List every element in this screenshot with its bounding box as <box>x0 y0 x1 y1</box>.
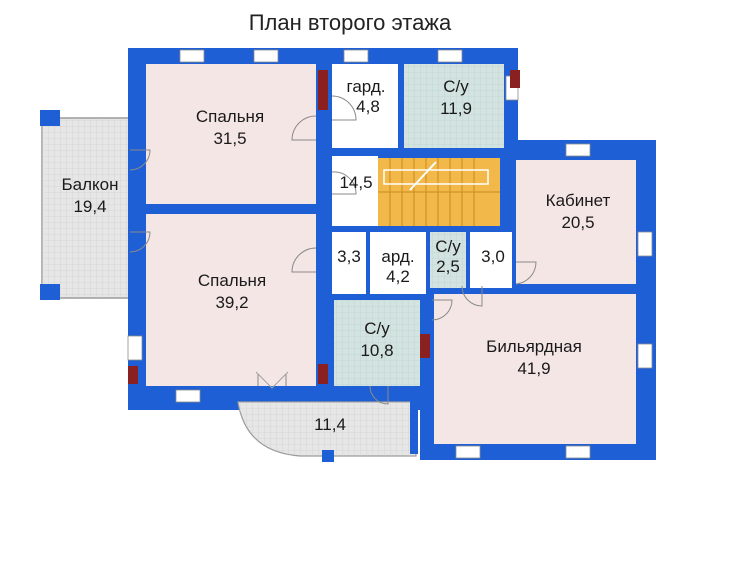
label-billiard-name: Бильярдная <box>486 337 582 356</box>
room-billiard <box>434 294 636 444</box>
room-closet <box>332 232 366 294</box>
label-bedroom-2-name: Спальня <box>198 271 266 290</box>
label-billiard-area: 41,9 <box>517 359 550 378</box>
label-wardrobe-2-area: 4,2 <box>386 267 410 286</box>
label-closet-area: 3,3 <box>337 247 361 266</box>
room-wardrobe-2 <box>370 232 426 294</box>
balcony <box>40 110 131 300</box>
label-wardrobe-1-area: 4,8 <box>356 97 380 116</box>
room-wardrobe-1 <box>332 64 398 148</box>
label-terrace-area: 11,4 <box>314 415 346 434</box>
terrace <box>237 398 418 462</box>
room-small <box>470 232 512 288</box>
label-bedroom-2-area: 39,2 <box>215 293 248 312</box>
label-bath-3-area: 10,8 <box>360 341 393 360</box>
room-labels: Спальня 31,5 гард. 4,8 С/у 11,9 14,5 Бал… <box>61 77 610 434</box>
label-bedroom-1-name: Спальня <box>196 107 264 126</box>
plan-title: План второго этажа <box>248 10 452 35</box>
room-hall <box>332 156 378 226</box>
label-bath-3-name: С/у <box>364 319 390 338</box>
label-balcony-name: Балкон <box>61 175 118 194</box>
label-study-name: Кабинет <box>546 191 611 210</box>
room-bedroom-2 <box>146 214 316 386</box>
label-wardrobe-2-name: ард. <box>381 247 414 266</box>
label-balcony-area: 19,4 <box>73 197 106 216</box>
label-bath-2-area: 2,5 <box>436 257 460 276</box>
label-bedroom-1-area: 31,5 <box>213 129 246 148</box>
room-bedroom-1 <box>146 64 316 204</box>
doors <box>129 95 537 405</box>
label-bath-1-area: 11,9 <box>440 99 472 118</box>
label-bath-2-name: С/у <box>435 237 461 256</box>
chimney <box>128 70 520 384</box>
label-wardrobe-1-name: гард. <box>347 77 386 96</box>
stairs <box>378 158 500 226</box>
label-study-area: 20,5 <box>561 213 594 232</box>
label-bath-1-name: С/у <box>443 77 469 96</box>
label-small-area: 3,0 <box>481 247 505 266</box>
label-hall-area: 14,5 <box>339 173 372 192</box>
rooms <box>146 64 636 444</box>
